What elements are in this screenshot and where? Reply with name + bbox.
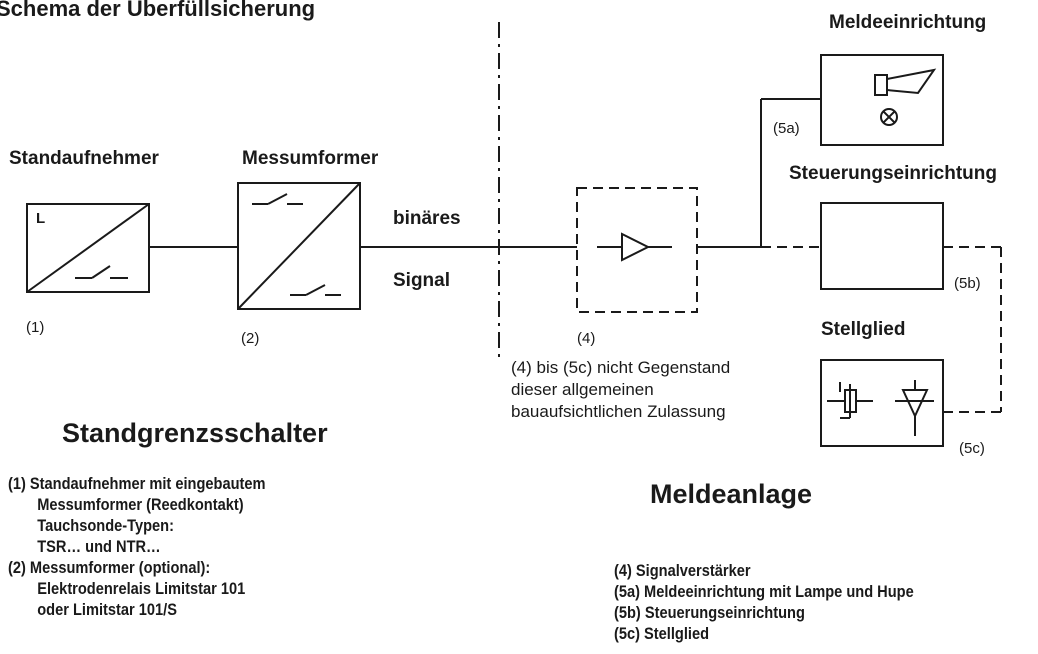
legend-left-item: TSR… und NTR… [37,537,161,556]
scope-note-line-3: bauaufsichtlichen Zulassung [511,402,726,421]
legend-left-item: (2) Messumformer (optional): [8,558,211,577]
label-meldeeinrichtung: Meldeeinrichtung [829,12,987,33]
ref-1: (1) [26,319,45,336]
heading-meldeanlage: Meldeanlage [650,479,813,509]
legend-right-item: (5a) Meldeeinrichtung mit Lampe und Hupe [614,582,914,601]
legend-right-item: (4) Signalverstärker [614,561,751,580]
legend-left-item: Tauchsonde-Typen: [37,516,174,535]
ref-5c: (5c) [959,440,985,457]
label-steuerungseinrichtung: Steuerungseinrichtung [789,163,997,184]
level-mark: L [36,210,46,227]
label-binaeres: binäres [393,208,461,229]
ref-4: (4) [577,330,596,347]
signalverstaerker-box [576,187,698,313]
diagram-title: Schema der Überfüllsicherung [0,0,316,21]
horn-icon [874,74,888,96]
heading-standgrenzschalter: Standgrenzsschalter [62,418,328,448]
meldeeinrichtung-box [820,54,944,146]
legend-right-item: (5c) Stellglied [614,624,710,643]
ref-2: (2) [241,330,260,347]
label-messumformer: Messumformer [242,148,379,169]
legend-right: (4) Signalverstärker (5a) Meldeeinrichtu… [614,560,914,644]
lamp-icon [880,108,898,126]
valve-icon [901,389,929,419]
legend-left-item: oder Limitstar 101/S [37,600,178,619]
legend-left: (1) Standaufnehmer mit eingebautem Messu… [8,473,266,620]
legend-left-item: Elektrodenrelais Limitstar 101 [37,579,246,598]
scope-note: (4) bis (5c) nicht Gegenstand dieser all… [511,357,730,423]
steuerungseinrichtung-box [820,202,944,290]
legend-left-item: (1) Standaufnehmer mit eingebautem [8,474,266,493]
legend-right-item: (5b) Steuerungseinrichtung [614,603,805,622]
stellglied-box [820,359,944,447]
scope-note-line-1: (4) bis (5c) nicht Gegenstand [511,358,731,377]
ref-5a: (5a) [773,120,800,137]
label-stellglied: Stellglied [821,319,906,340]
label-standaufnehmer: Standaufnehmer [9,148,159,169]
amplifier-triangle [621,232,651,262]
legend-left-item: Messumformer (Reedkontakt) [37,495,244,514]
scope-note-line-2: dieser allgemeinen [511,380,654,399]
ref-5b: (5b) [954,275,981,292]
label-signal: Signal [393,270,451,291]
